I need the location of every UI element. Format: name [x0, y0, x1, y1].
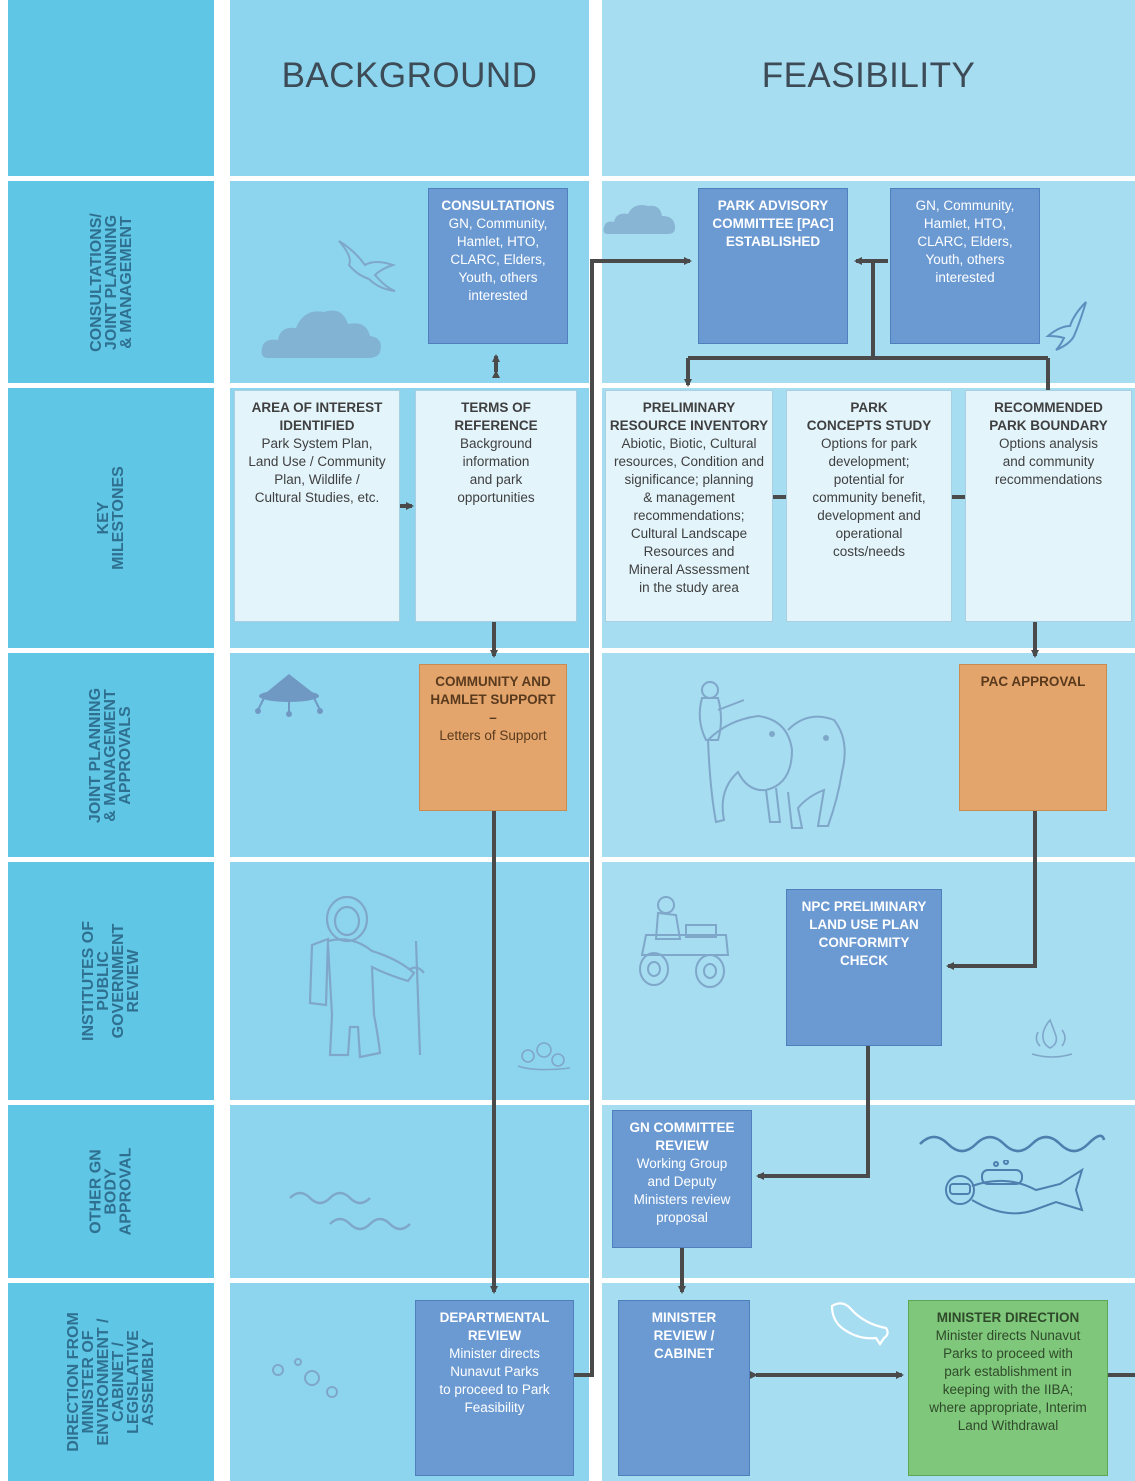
pac-approval-box: PAC APPROVAL — [959, 664, 1107, 811]
column-header-background: BACKGROUND — [281, 56, 538, 95]
gn-committee-review-box: GN COMMITTEE REVIEW Working Group and De… — [612, 1110, 752, 1248]
feasibility-band-row1 — [602, 181, 1135, 383]
npc-conformity-check-box: NPC PRELIMINARY LAND USE PLAN CONFORMITY… — [786, 889, 942, 1046]
pac-established-box: PARK ADVISORY COMMITTEE [PAC] ESTABLISHE… — [698, 188, 848, 344]
background-band-row5 — [230, 1105, 589, 1278]
preliminary-inventory-box: PRELIMINARY RESOURCE INVENTORY Abiotic, … — [605, 390, 773, 622]
atv-icon — [639, 896, 730, 988]
bird-icon — [338, 240, 397, 292]
connector-pac-to-milestones — [688, 261, 1050, 390]
wave-icon — [289, 1191, 411, 1231]
area-of-interest-box: AREA OF INTEREST IDENTIFIED Park System … — [234, 390, 400, 622]
background-header-band — [230, 0, 589, 176]
row-label-key-milestones: KEY MILESTONES — [8, 388, 214, 648]
column-header-feasibility: FEASIBILITY — [761, 56, 976, 95]
campfire-icon — [1031, 1018, 1073, 1058]
connector-departmental-to-pac — [574, 257, 692, 1377]
park-concepts-box: PARK CONCEPTS STUDY Options for park dev… — [786, 390, 952, 622]
consultations-box: CONSULTATIONS GN, Community, Hamlet, HTO… — [428, 188, 568, 344]
dog-sled-icon — [698, 681, 846, 829]
row-label-header-corner — [8, 0, 214, 176]
minister-review-box: MINISTER REVIEW / CABINET — [618, 1300, 750, 1476]
bubbles-icon — [272, 1358, 338, 1398]
row-label-joint-planning-approvals: JOINT PLANNING & MANAGEMENT APPROVALS — [8, 653, 214, 857]
cloud-icon — [261, 310, 381, 358]
cloud-icon — [603, 205, 676, 234]
wave-icon — [919, 1134, 1106, 1153]
row-label-public-government-review: INSTITUTES OF PUBLIC GOVERNMENT REVIEW — [8, 862, 214, 1100]
row-label-other-gn-approval: OTHER GN BODY APPROVAL — [8, 1105, 214, 1278]
recommended-boundary-box: RECOMMENDED PARK BOUNDARY Options analys… — [965, 390, 1132, 622]
background-band-row4 — [230, 862, 589, 1100]
flower-icon — [517, 1042, 571, 1071]
minister-direction-box: MINISTER DIRECTION Minister directs Nuna… — [908, 1300, 1108, 1476]
row-label-consultations: CONSULTATIONS/ JOINT PLANNING & MANAGEME… — [8, 181, 214, 383]
departmental-review-box: DEPARTMENTAL REVIEW Minister directs Nun… — [415, 1300, 574, 1476]
bird-icon — [1045, 301, 1087, 351]
gn-community-box: GN, Community, Hamlet, HTO, CLARC, Elder… — [890, 188, 1040, 344]
connector-npc-to-gn-committee — [756, 1046, 870, 1180]
hiker-icon — [308, 895, 425, 1059]
row-label-minister-direction: DIRECTION FROM MINISTER OF ENVIRONMENT /… — [8, 1283, 214, 1481]
feasibility-header-band — [602, 0, 1135, 176]
whale-icon — [830, 1302, 889, 1346]
tent-icon — [255, 674, 323, 717]
diver-icon — [945, 1160, 1084, 1215]
community-support-box: COMMUNITY AND HAMLET SUPPORT – Letters o… — [419, 664, 567, 811]
connector-pac-approval-to-npc — [946, 811, 1037, 970]
terms-of-reference-box: TERMS OF REFERENCE Background informatio… — [415, 390, 577, 622]
